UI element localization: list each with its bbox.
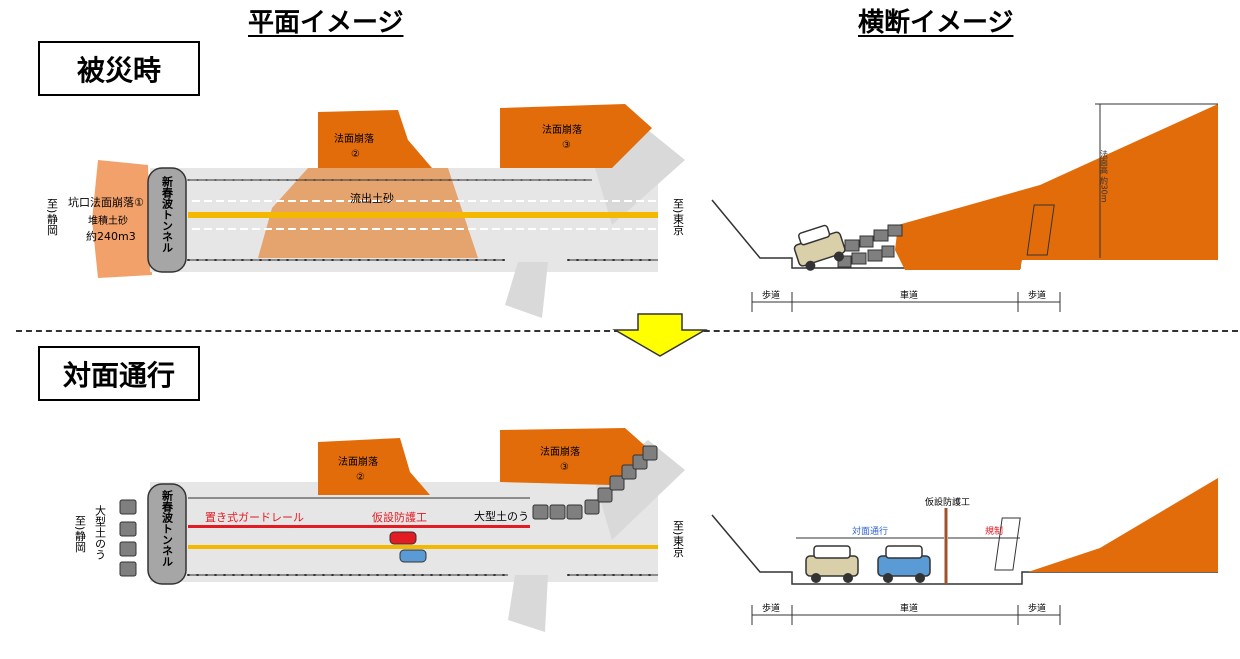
barrier-line <box>188 525 530 528</box>
slope-height-label: 法面高 約30m <box>1100 149 1109 203</box>
collapse-1-volume: 約240m3 <box>86 229 136 243</box>
slope-mass <box>895 104 1218 270</box>
barrier-cross-label: 仮設防護工 <box>925 496 970 508</box>
tunnel-label-bottom: 新春波トンネル <box>161 489 174 567</box>
sandbags <box>532 445 658 520</box>
top-cross-section: 法面高 約30m 歩道 車道 歩道 <box>711 103 1218 312</box>
center-line <box>188 212 658 218</box>
right-destination: 至)東京 <box>672 198 685 236</box>
collapse-1-title: 坑口法面崩落① <box>68 195 144 209</box>
top-plan-view: 新春波トンネル 至)静岡 至)東京 坑口法面崩落① 堆積土砂 約240m3 法面… <box>46 104 685 318</box>
collapse-3-label-bottom: 法面崩落 <box>540 445 580 458</box>
right-destination-bottom: 至)東京 <box>672 520 685 558</box>
bottom-plan-view: 新春波トンネル 至)静岡 大型土のう 至)東京 置き式ガードレール 仮設防護工 … <box>74 428 685 632</box>
ladder <box>1026 204 1055 256</box>
left-destination: 至)静岡 <box>46 198 59 236</box>
walk-right-label: 歩道 <box>1028 289 1046 301</box>
center-line-bottom <box>188 545 658 549</box>
rubble <box>837 224 903 268</box>
collapse-3-number-bottom: ③ <box>560 462 569 473</box>
collapse-1-volume-label: 堆積土砂 <box>88 214 128 227</box>
section-label-disaster: 被災時 <box>38 41 200 96</box>
cross-heading: 横断イメージ <box>858 8 1014 38</box>
through-car <box>399 549 427 563</box>
tunnel-label: 新春波トンネル <box>161 175 174 253</box>
collapse-3-number: ③ <box>562 140 571 151</box>
two-way-label: 対面通行 <box>852 525 888 537</box>
collapse-2-area <box>318 110 432 168</box>
damaged-car <box>793 224 846 271</box>
barrier-label: 仮設防護工 <box>372 510 427 524</box>
branch-road-lower <box>505 262 548 318</box>
collapse-3-area-bottom <box>500 428 652 485</box>
walk-left-label: 歩道 <box>762 289 780 301</box>
walk-right-label-bottom: 歩道 <box>1028 602 1046 614</box>
left-sandbags <box>119 499 137 577</box>
runoff-label: 流出土砂 <box>350 191 394 205</box>
collapse-2-number-bottom: ② <box>356 472 365 483</box>
transition-arrow <box>612 313 708 357</box>
tunnel-portal-bottom <box>147 483 187 585</box>
restrict-label: 規制 <box>985 525 1003 537</box>
bottom-cross-section: 仮設防護工 対面通行 規制 歩道 車道 歩道 <box>711 478 1218 625</box>
car-left <box>805 545 859 583</box>
slope-mass-bottom <box>1028 478 1218 572</box>
road-label: 車道 <box>900 289 918 301</box>
plan-heading: 平面イメージ <box>248 8 404 38</box>
tunnel-portal <box>147 167 187 273</box>
car-right <box>877 545 931 583</box>
oncoming-car <box>389 531 417 545</box>
road-label-bottom: 車道 <box>900 602 918 614</box>
ladder-bottom <box>994 517 1021 571</box>
guardrail-label: 置き式ガードレール <box>205 511 304 524</box>
collapse-2-label: 法面崩落 <box>334 132 374 145</box>
walk-left-label-bottom: 歩道 <box>762 602 780 614</box>
section-label-two-way: 対面通行 <box>38 346 200 401</box>
left-destination-bottom: 至)静岡 <box>74 515 87 553</box>
collapse-2-number: ② <box>351 149 360 160</box>
collapse-2-label-bottom: 法面崩落 <box>338 455 378 468</box>
collapse-2-area-bottom <box>318 438 430 495</box>
sandbag-label: 大型土のう <box>474 509 529 523</box>
collapse-3-label: 法面崩落 <box>542 123 582 136</box>
collapse-3-area <box>500 104 652 168</box>
left-sandbag-label: 大型土のう <box>94 504 107 560</box>
collapse-1-area <box>92 160 152 278</box>
